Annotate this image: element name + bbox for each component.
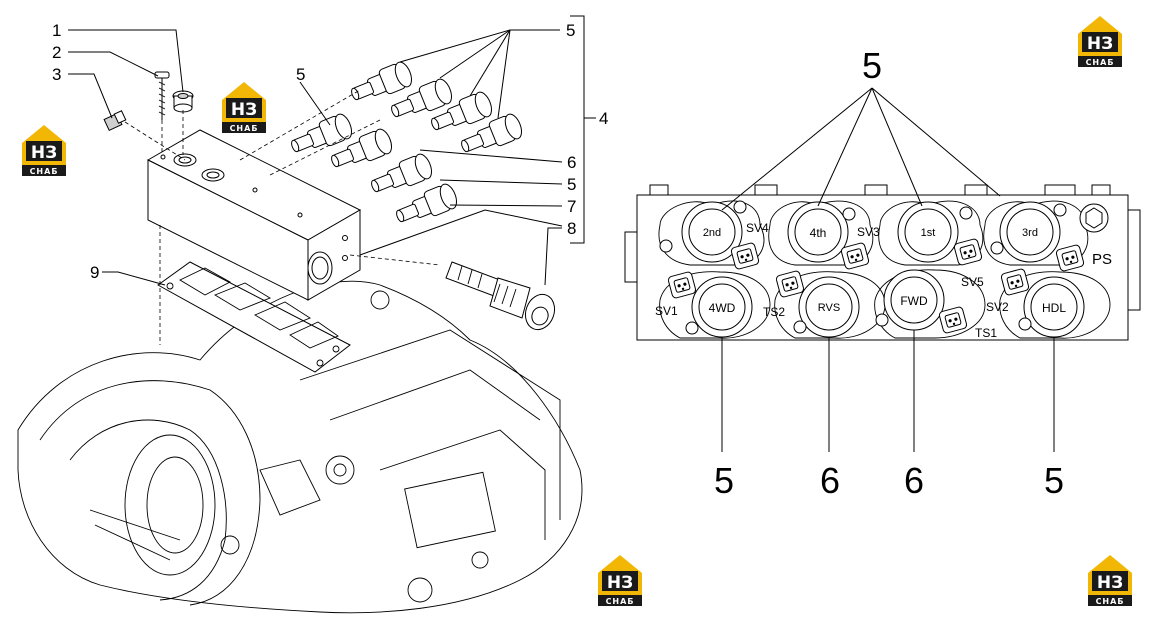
- label-sv5: SV5: [961, 275, 984, 289]
- block-callout-top: 5: [862, 45, 882, 86]
- svg-text:НЗ: НЗ: [1087, 34, 1113, 54]
- solenoid-4th: 4th: [810, 226, 827, 240]
- solenoid-caps-top: 2nd 4th 1st 3rd: [681, 201, 1061, 263]
- svg-text:СНАБ: СНАБ: [606, 597, 635, 606]
- svg-text:НЗ: НЗ: [1097, 573, 1123, 593]
- solenoid-rvs: RVS: [818, 302, 840, 314]
- callout-6: 6: [567, 153, 576, 172]
- connector-labels: SV4 SV3 SV5 PS SV1 TS2 SV2 TS1: [655, 221, 1112, 340]
- block-leader-lines: [721, 87, 1055, 452]
- regulating-valve: [445, 261, 556, 331]
- logo-watermark: НЗ СНАБ: [22, 125, 66, 176]
- callout-4: 4: [599, 109, 608, 128]
- callout-7: 7: [567, 197, 576, 216]
- callout-2: 2: [52, 43, 61, 62]
- bolt: [154, 71, 170, 120]
- label-sv1: SV1: [655, 304, 678, 318]
- label-sv4: SV4: [746, 221, 769, 235]
- svg-text:СНАБ: СНАБ: [230, 124, 259, 133]
- svg-text:НЗ: НЗ: [31, 143, 57, 163]
- solenoid-4wd: 4WD: [709, 301, 736, 315]
- svg-text:НЗ: НЗ: [607, 573, 633, 593]
- gasket: [157, 261, 351, 373]
- callout-5a: 5: [296, 65, 305, 84]
- block-callout-fwd: 6: [904, 460, 924, 501]
- solenoid-fwd: FWD: [900, 294, 928, 308]
- label-ts2: TS2: [763, 305, 785, 319]
- callout-3: 3: [52, 65, 61, 84]
- transmission-housing: [17, 280, 583, 614]
- block-callout-4wd: 5: [714, 460, 734, 501]
- callout-8: 8: [567, 219, 576, 238]
- plug: [103, 110, 127, 132]
- leader-lines: [68, 15, 596, 286]
- exploded-view: 1 2 3 5 5 4 6 5 7 8 9: [17, 15, 608, 614]
- solenoid-3rd: 3rd: [1022, 227, 1038, 239]
- label-sv2: SV2: [986, 300, 1009, 314]
- logo-watermark: НЗ СНАБ: [222, 82, 266, 133]
- block-callout-hdl: 5: [1044, 460, 1064, 501]
- solenoid-caps-bottom: 4WD RVS FWD HDL: [691, 269, 1085, 338]
- solenoid-hdl: HDL: [1042, 301, 1066, 315]
- svg-text:СНАБ: СНАБ: [30, 167, 59, 176]
- block-callouts: 5 5 6 6 5: [714, 45, 1064, 501]
- svg-text:СНАБ: СНАБ: [1096, 597, 1125, 606]
- logo-watermark: НЗ СНАБ: [598, 555, 642, 606]
- label-ts1: TS1: [975, 326, 997, 340]
- label-ps: PS: [1092, 251, 1112, 268]
- svg-text:НЗ: НЗ: [231, 100, 257, 120]
- exploded-callouts: 1 2 3 5 5 4 6 5 7 8 9: [52, 21, 608, 282]
- logo-watermark: НЗ СНАБ: [1078, 16, 1122, 67]
- assembly-lines: [124, 89, 441, 345]
- svg-text:СНАБ: СНАБ: [1086, 58, 1115, 67]
- block-callout-rvs: 6: [820, 460, 840, 501]
- callout-1: 1: [52, 21, 61, 40]
- callout-9: 9: [90, 263, 99, 282]
- fitting: [172, 90, 194, 113]
- mounting-bolts: [659, 200, 1109, 335]
- valve-block-view: 2nd 4th 1st 3rd 4WD RVS FWD HDL: [624, 45, 1141, 501]
- label-sv3: SV3: [857, 225, 880, 239]
- solenoid-2nd: 2nd: [703, 227, 721, 239]
- logo-watermark: НЗ СНАБ: [1088, 555, 1132, 606]
- callout-5b: 5: [566, 21, 575, 40]
- solenoid-1st: 1st: [921, 227, 936, 239]
- callout-5c: 5: [567, 175, 576, 194]
